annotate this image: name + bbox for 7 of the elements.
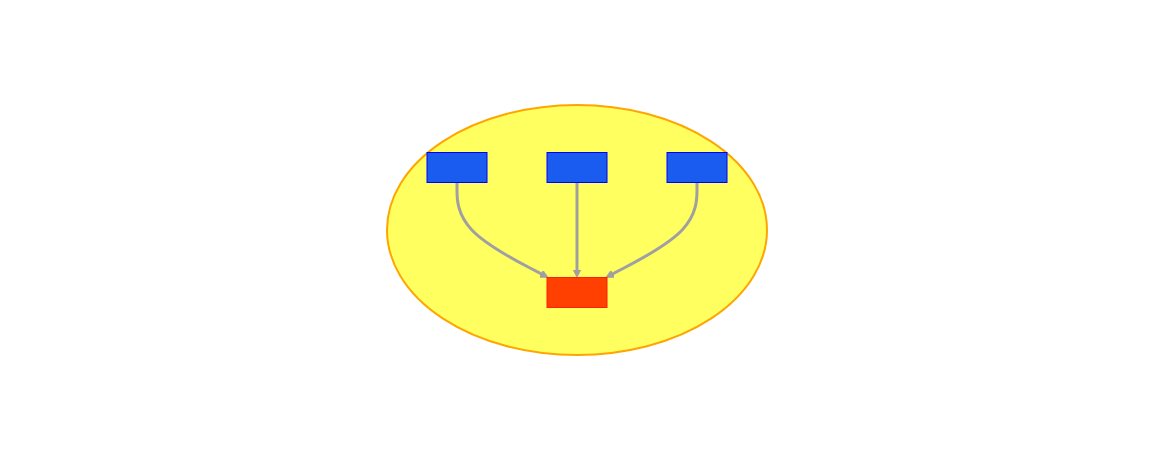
node-box bbox=[546, 276, 608, 308]
node-box bbox=[666, 151, 728, 183]
node-box bbox=[546, 151, 608, 183]
arrow bbox=[605, 182, 699, 278]
arrow bbox=[455, 182, 549, 278]
node-box bbox=[426, 151, 488, 183]
arrow bbox=[572, 182, 582, 278]
